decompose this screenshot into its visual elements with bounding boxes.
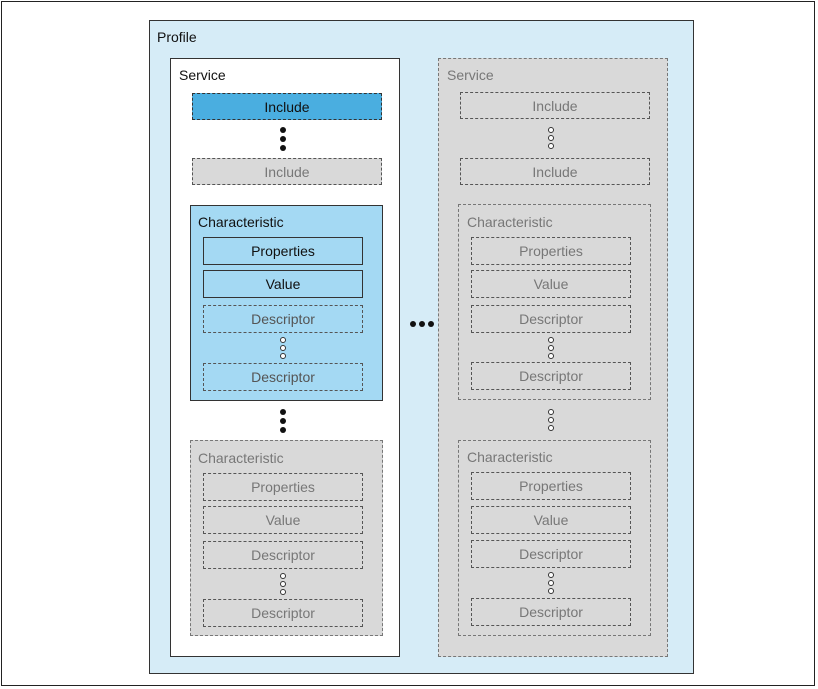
descriptor-active-2[interactable]: Descriptor <box>203 363 363 391</box>
ellipsis-dot <box>548 127 554 133</box>
characteristic-inactive-label: Characteristic <box>198 450 284 466</box>
descriptor-inactive-2[interactable]: Descriptor <box>203 599 363 627</box>
ellipsis-dot <box>280 145 286 151</box>
ellipsis-dot <box>280 136 286 142</box>
include-inactive[interactable]: Include <box>192 158 382 185</box>
value-inactive[interactable]: Value <box>203 506 363 534</box>
characteristic-inactive-box <box>190 440 383 636</box>
ellipsis-dot <box>280 573 286 579</box>
ellipsis-dot <box>419 321 425 327</box>
ellipsis-dot <box>548 417 554 423</box>
ellipsis-dot <box>280 409 286 415</box>
properties-right-1[interactable]: Properties <box>471 237 631 265</box>
ellipsis-dot <box>280 418 286 424</box>
descriptor-right-2b[interactable]: Descriptor <box>471 598 631 626</box>
ellipsis-dot <box>280 589 286 595</box>
ellipsis-dot <box>410 321 416 327</box>
include-active[interactable]: Include <box>192 93 382 120</box>
characteristic-right-2-label: Characteristic <box>467 449 553 465</box>
ellipsis-dot <box>280 353 286 359</box>
include-right-2[interactable]: Include <box>460 158 650 185</box>
characteristic-right-1-label: Characteristic <box>467 214 553 230</box>
ellipsis-dot <box>280 345 286 351</box>
ellipsis-dot <box>280 127 286 133</box>
properties-right-2[interactable]: Properties <box>471 472 631 500</box>
ellipsis-dot <box>548 143 554 149</box>
ellipsis-dot <box>280 427 286 433</box>
properties-active[interactable]: Properties <box>203 237 363 265</box>
descriptor-right-2a[interactable]: Descriptor <box>471 540 631 568</box>
ellipsis-dot <box>548 572 554 578</box>
ellipsis-dot <box>548 425 554 431</box>
ellipsis-dot <box>548 588 554 594</box>
value-active[interactable]: Value <box>203 270 363 298</box>
properties-inactive[interactable]: Properties <box>203 473 363 501</box>
ellipsis-dot <box>548 353 554 359</box>
descriptor-right-1b[interactable]: Descriptor <box>471 362 631 390</box>
descriptor-active-1[interactable]: Descriptor <box>203 305 363 333</box>
descriptor-right-1a[interactable]: Descriptor <box>471 305 631 333</box>
value-right-2[interactable]: Value <box>471 506 631 534</box>
characteristic-right-1-box <box>458 204 651 400</box>
ellipsis-dot <box>548 345 554 351</box>
service-left-label: Service <box>179 67 226 83</box>
ellipsis-dot <box>280 581 286 587</box>
descriptor-inactive-1[interactable]: Descriptor <box>203 541 363 569</box>
value-right-1[interactable]: Value <box>471 270 631 298</box>
service-right-label: Service <box>447 67 494 83</box>
profile-label: Profile <box>157 29 197 45</box>
characteristic-active-label: Characteristic <box>198 214 284 230</box>
include-right-1[interactable]: Include <box>460 92 650 119</box>
ellipsis-dot <box>280 337 286 343</box>
ellipsis-dot <box>548 337 554 343</box>
ellipsis-dot <box>548 580 554 586</box>
ellipsis-dot <box>548 135 554 141</box>
ellipsis-dot <box>548 409 554 415</box>
characteristic-right-2-box <box>458 440 651 636</box>
ellipsis-dot <box>428 321 434 327</box>
